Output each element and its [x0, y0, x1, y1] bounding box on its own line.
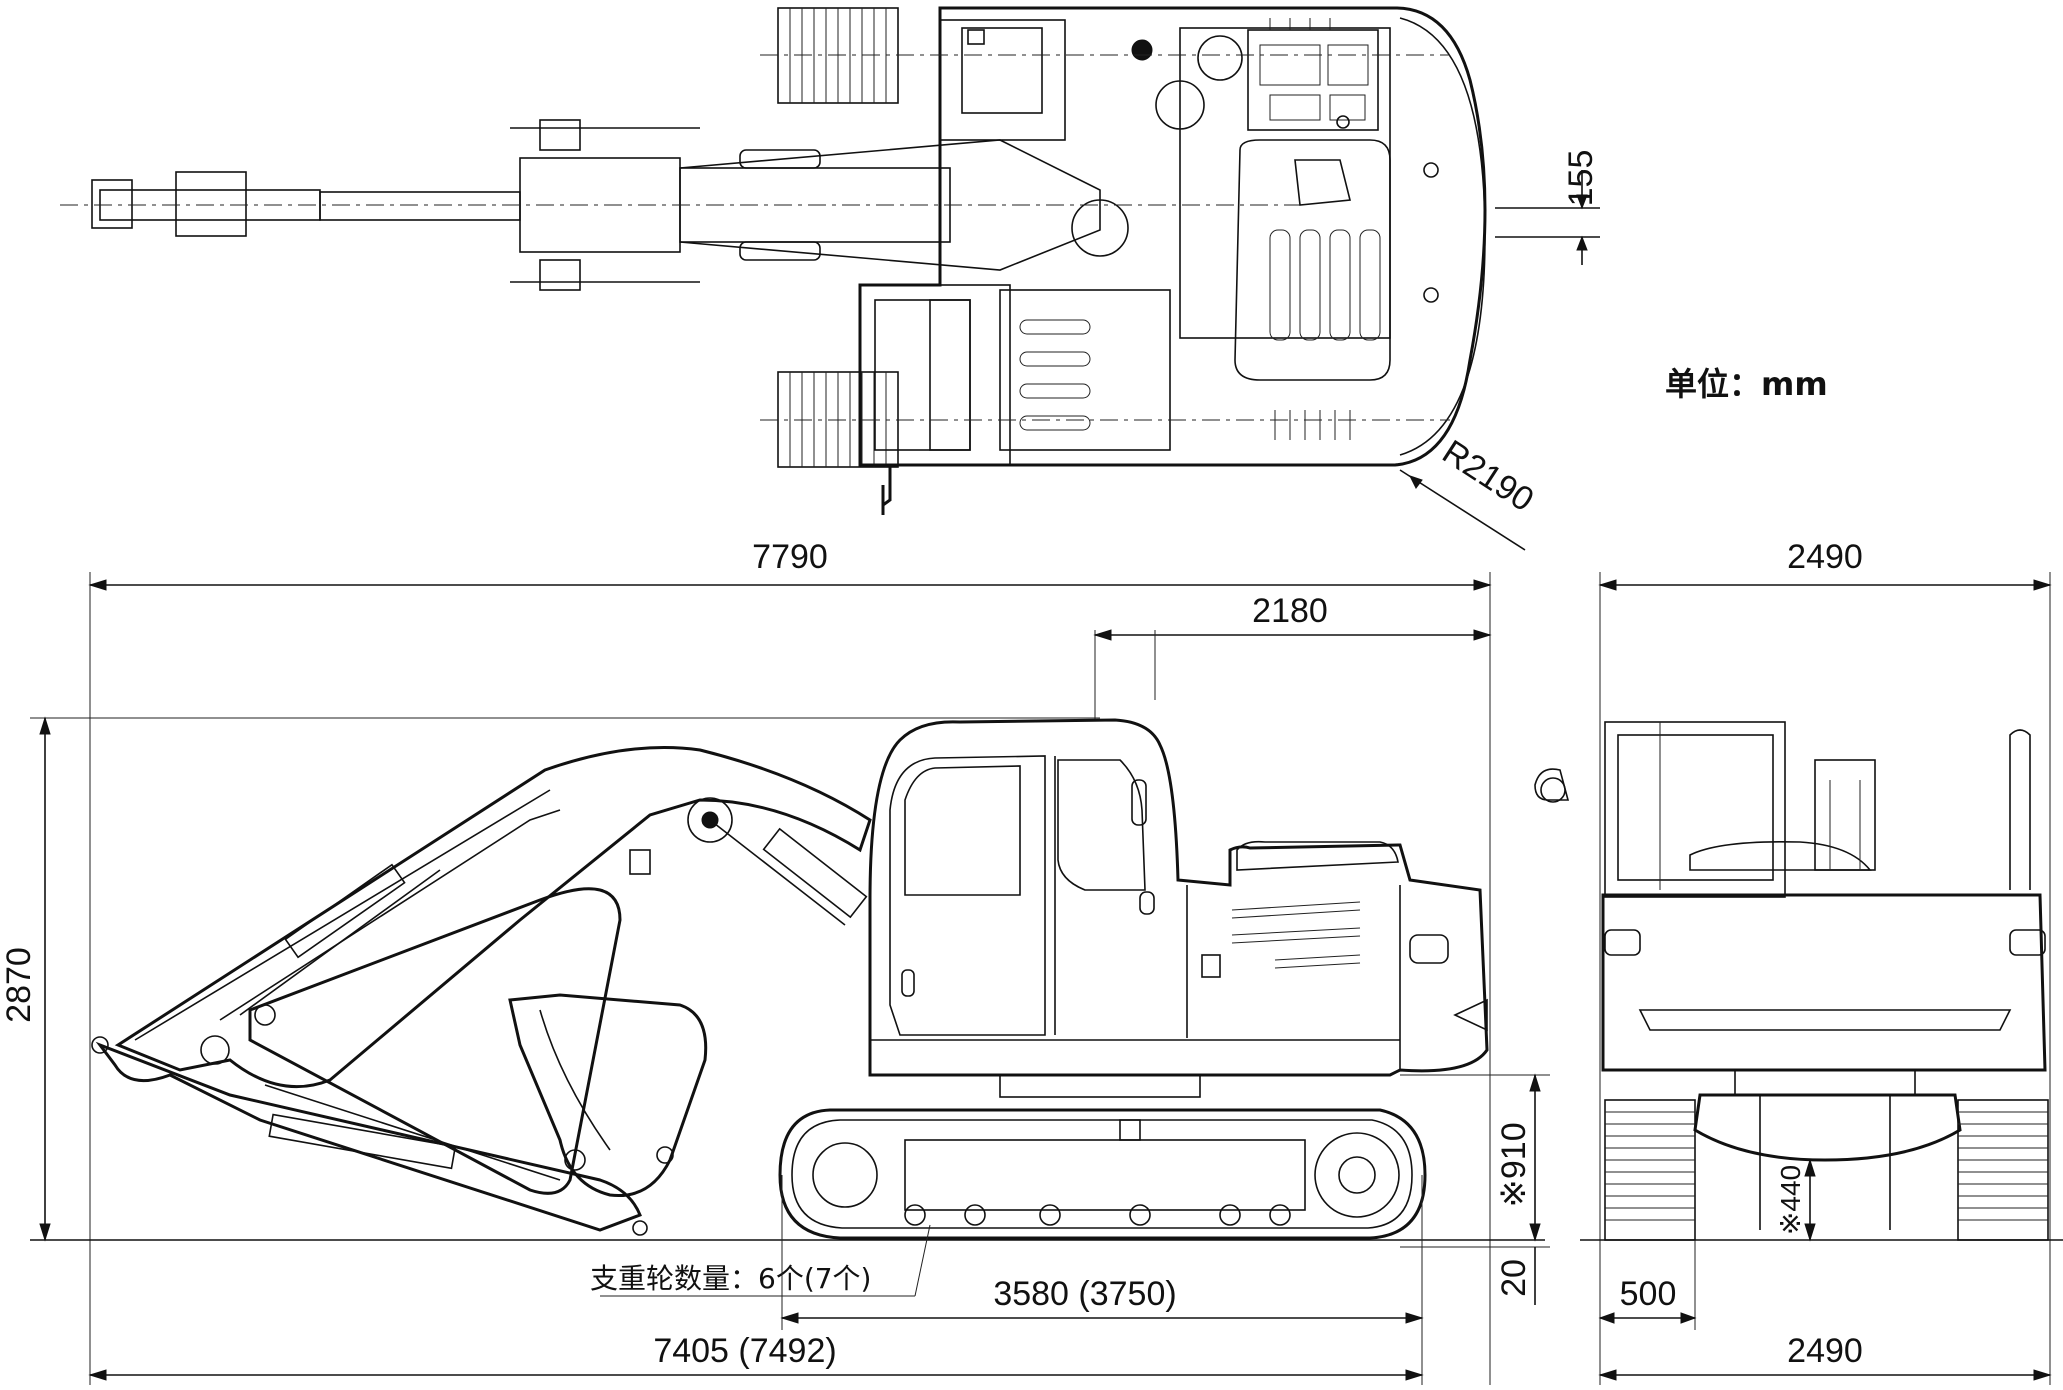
side-view: 7790 2180 2870	[0, 538, 1550, 1385]
dim-min-ground-clearance-label: ※440	[1775, 1165, 1806, 1235]
dim-overall-length-label: 7790	[752, 538, 828, 576]
dim-width-bottom: 2490	[1598, 1332, 2052, 1381]
front-view-track-right	[1957, 1099, 2049, 1241]
dim-swing-radius-label: R2190	[1436, 433, 1541, 519]
front-view-track-left	[1604, 1099, 1696, 1241]
unit-label: 单位：mm	[1665, 365, 1828, 403]
dim-155: 155	[1495, 150, 1600, 265]
roller-count-note-label: 支重轮数量：6个(7个)	[590, 1262, 871, 1295]
roller-count-note: 支重轮数量：6个(7个)	[590, 1224, 931, 1297]
dim-swing-radius: R2190	[1399, 433, 1541, 551]
dim-width-top-label: 2490	[1787, 538, 1863, 576]
track-rollers	[904, 1204, 1291, 1226]
dim-overall-height: 2870	[0, 716, 1545, 1242]
dim-track-height: ※910	[1400, 1073, 1550, 1242]
dim-min-ground-clearance: ※440	[1775, 1158, 1816, 1242]
side-view-upper-structure	[868, 718, 1489, 1098]
top-view: 155 R2190 单位：mm	[60, 6, 1828, 551]
dim-tumbler-distance-label: 3580 (3750)	[993, 1275, 1176, 1313]
dim-tail: 2180	[1093, 592, 1492, 720]
dim-track-height-label: ※910	[1495, 1122, 1533, 1207]
dim-shoe-width: 500	[1598, 1240, 1697, 1330]
dim-track-length-label: 7405 (7492)	[653, 1332, 836, 1370]
top-view-upper-structure	[858, 6, 1487, 467]
side-view-track	[778, 1108, 1427, 1240]
dim-overall-length: 7790	[88, 538, 1492, 1385]
side-view-boom	[91, 746, 872, 1236]
front-view: 2490	[1534, 538, 2063, 1385]
dim-width-bottom-label: 2490	[1787, 1332, 1863, 1370]
dim-tail-label: 2180	[1252, 592, 1328, 630]
dim-width-top: 2490	[1598, 538, 2052, 1385]
dim-tumbler-distance: 3580 (3750)	[780, 1175, 1424, 1385]
dim-shoe-width-label: 500	[1620, 1275, 1677, 1313]
dim-155-label: 155	[1562, 150, 1600, 207]
top-view-boom-arm	[60, 119, 1300, 291]
dim-overall-height-label: 2870	[0, 947, 38, 1023]
dim-gap: 20	[1400, 1246, 1550, 1305]
dim-track-length: 7405 (7492)	[88, 1332, 1424, 1381]
dim-gap-label: 20	[1495, 1259, 1533, 1297]
